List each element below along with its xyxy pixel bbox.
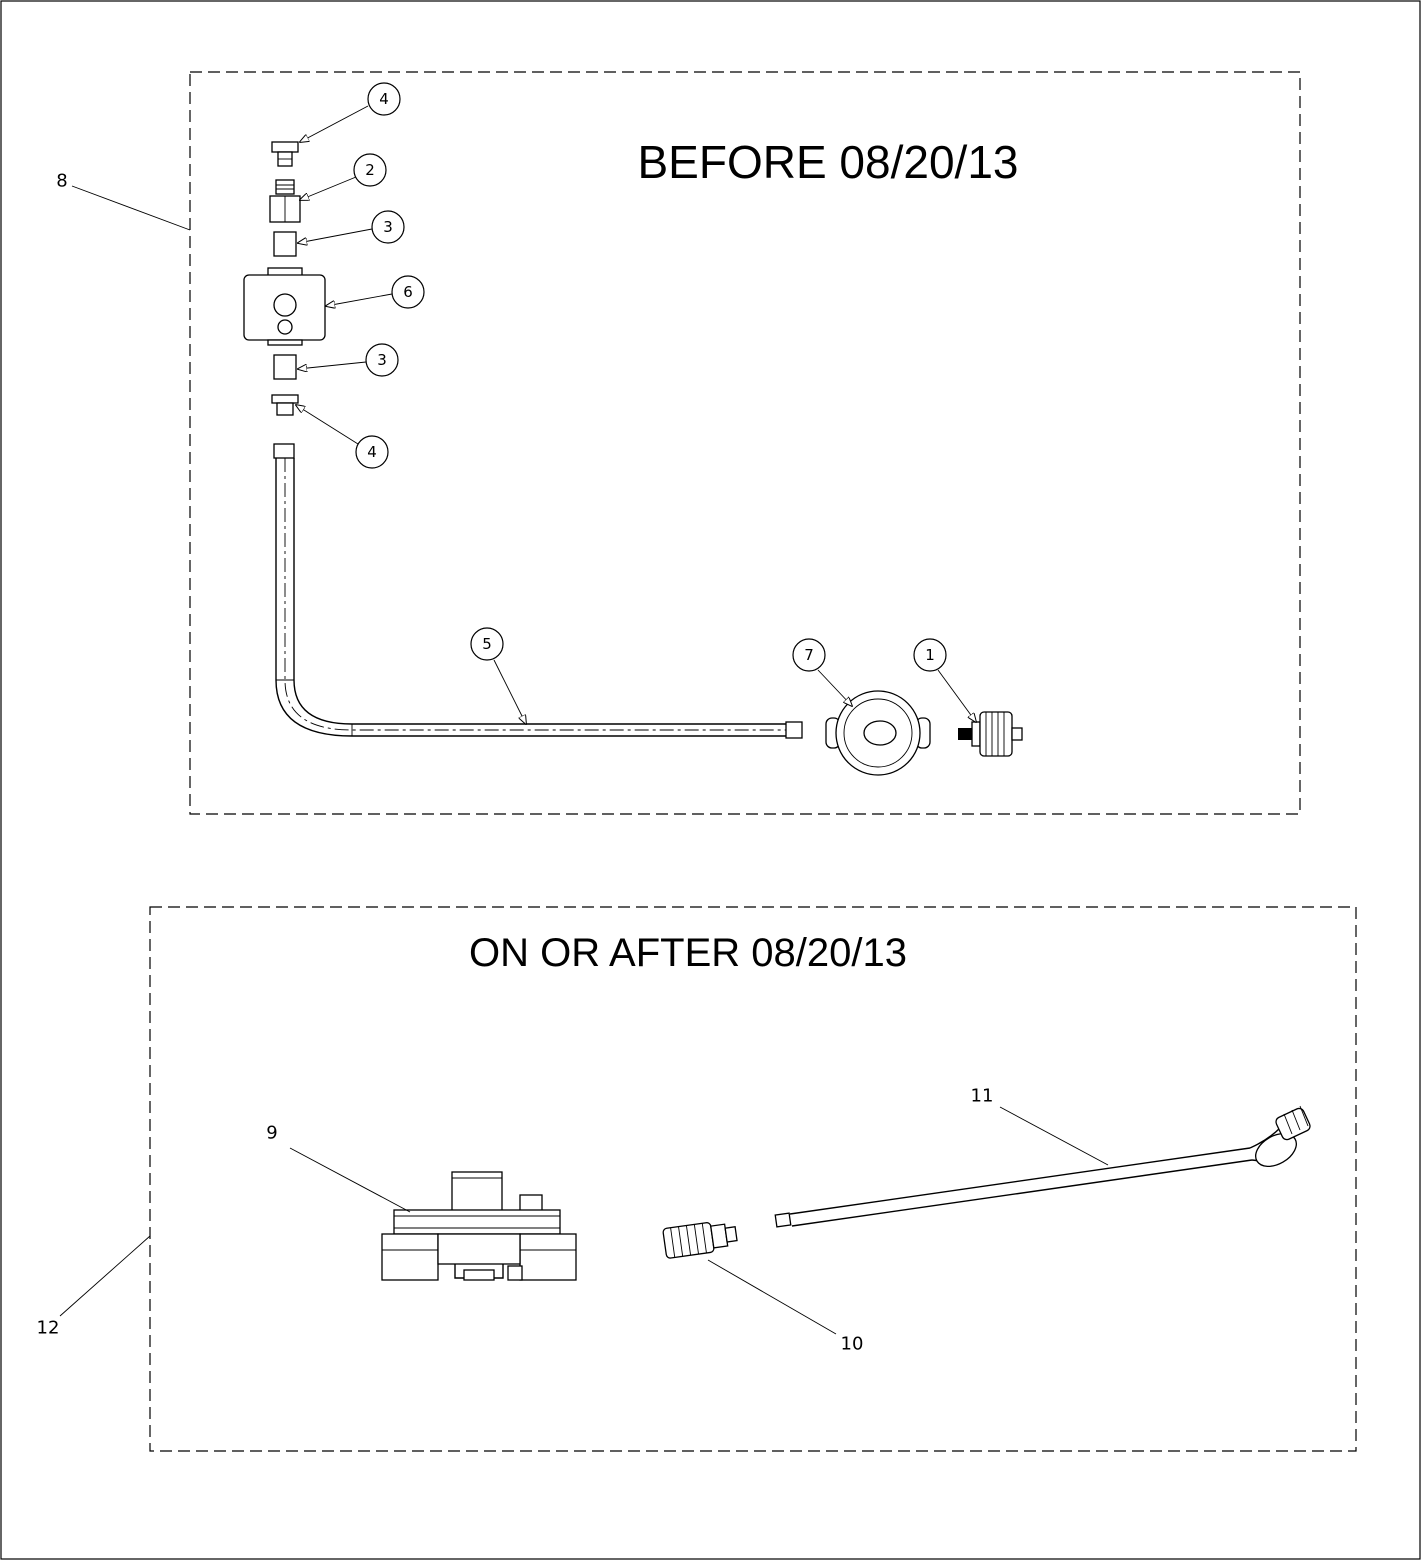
- before-section: BEFORE 08/20/13 8: [56, 71, 1301, 815]
- regulator-9: [381, 1171, 577, 1281]
- balloon-4-lower: 4: [296, 405, 389, 469]
- fitting-1: [958, 711, 1023, 757]
- label-11: 11: [971, 1086, 1109, 1166]
- balloon-3-lower: 3: [298, 343, 399, 377]
- balloon-1: 1: [913, 638, 976, 722]
- nut-2: [269, 179, 301, 223]
- label-9: 9: [266, 1123, 411, 1213]
- svg-text:2: 2: [365, 161, 375, 179]
- before-boundary: [189, 71, 1301, 815]
- after-boundary: [149, 906, 1357, 1452]
- assembly-8-label: 8: [56, 171, 67, 192]
- svg-text:11: 11: [971, 1086, 994, 1107]
- fitting-4-lower: [271, 394, 299, 416]
- assembly-12-leader: [59, 1235, 151, 1317]
- gasket-7: [825, 690, 931, 776]
- sleeve-3-upper: [273, 231, 297, 257]
- svg-text:3: 3: [377, 351, 387, 369]
- label-10: 10: [707, 1259, 864, 1355]
- sleeve-3-lower: [273, 354, 297, 380]
- balloon-3-upper: 3: [298, 210, 405, 243]
- fitting-4-top: [271, 141, 299, 167]
- balloon-6: 6: [326, 275, 425, 308]
- svg-text:9: 9: [266, 1123, 277, 1144]
- assembly-8-leader: [71, 185, 191, 231]
- before-title: BEFORE 08/20/13: [638, 136, 1019, 188]
- svg-text:4: 4: [367, 443, 377, 461]
- after-section: ON OR AFTER 08/20/13 12 9: [37, 906, 1357, 1452]
- svg-text:3: 3: [383, 218, 393, 236]
- svg-text:10: 10: [841, 1334, 864, 1355]
- hose-5: [273, 443, 803, 739]
- svg-text:7: 7: [804, 646, 814, 664]
- balloon-4-top: 4: [300, 82, 401, 142]
- regulator-block-6: [243, 267, 326, 346]
- assembly-12-label: 12: [37, 1318, 60, 1339]
- fitting-10: [662, 1222, 738, 1259]
- hose-11: [774, 1105, 1311, 1228]
- balloon-5: 5: [470, 627, 526, 724]
- after-title: ON OR AFTER 08/20/13: [469, 931, 907, 975]
- svg-text:6: 6: [403, 283, 413, 301]
- svg-text:1: 1: [925, 646, 935, 664]
- svg-text:5: 5: [482, 635, 492, 653]
- balloon-2: 2: [300, 153, 387, 200]
- svg-text:4: 4: [379, 90, 389, 108]
- balloon-7: 7: [792, 638, 852, 706]
